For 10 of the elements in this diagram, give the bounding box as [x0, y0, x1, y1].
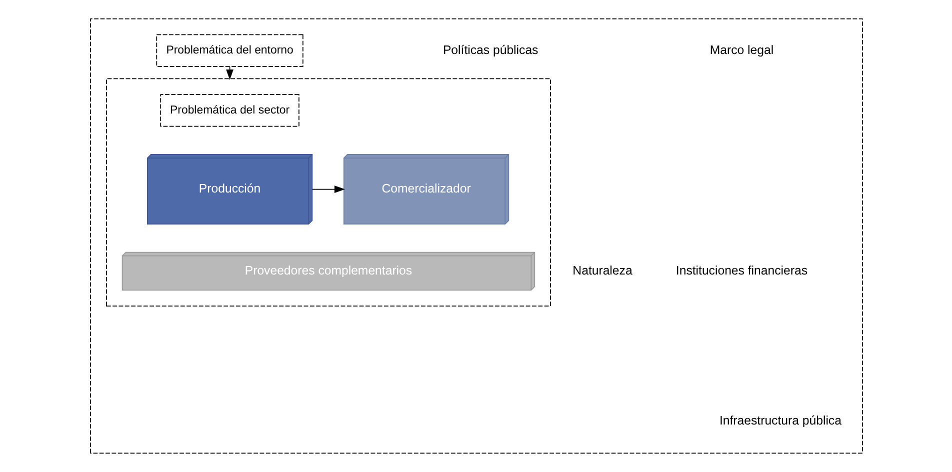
cluster — [106, 78, 550, 306]
label: Instituciones financieras — [675, 264, 808, 278]
node-box: Problemática del sector — [160, 94, 299, 127]
node-box: Problemática del entorno — [156, 34, 303, 67]
label: Infraestructura pública — [718, 414, 841, 428]
arrow — [311, 186, 345, 193]
label: Marco legal — [709, 42, 774, 57]
cluster — [90, 18, 862, 454]
label: Naturaleza — [572, 264, 632, 278]
label: Políticas públicas — [442, 42, 538, 57]
